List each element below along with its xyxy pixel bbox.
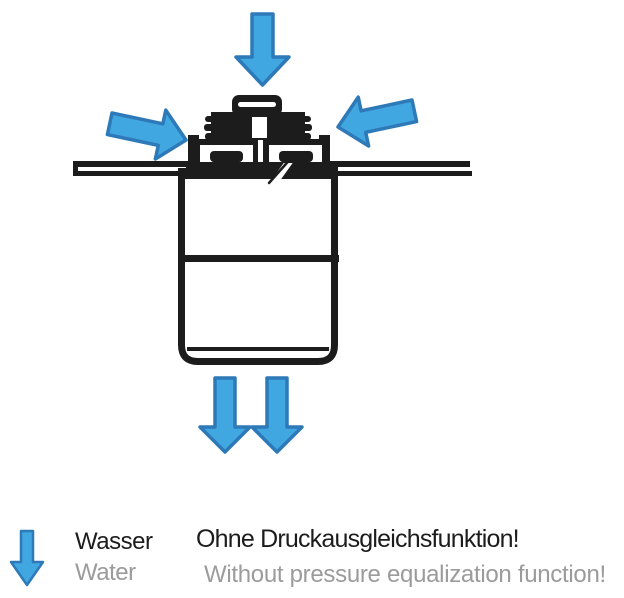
water-inflow-right-arrow-icon bbox=[336, 95, 419, 148]
caption-de: Ohne Druckausgleichsfunktion! bbox=[196, 525, 520, 553]
plate-left-cap bbox=[73, 161, 78, 176]
valve-seat bbox=[178, 154, 338, 185]
cylinder-shoulder bbox=[178, 168, 338, 179]
legend-label-de: Wasser bbox=[75, 528, 153, 555]
flow-arrows bbox=[105, 12, 419, 454]
center-slit bbox=[258, 140, 263, 162]
flange-right-rim bbox=[319, 135, 330, 163]
left-seal-tab bbox=[210, 151, 243, 162]
flange-left-rim bbox=[188, 135, 199, 163]
water-outflow-right-arrow-icon bbox=[250, 376, 304, 454]
cylinder-body bbox=[178, 174, 339, 365]
center-slot bbox=[252, 117, 267, 138]
cylinder-inner-bottom-line bbox=[187, 347, 329, 351]
cap-slit bbox=[238, 102, 276, 107]
valve-head bbox=[188, 95, 330, 163]
cylinder-divider-line bbox=[178, 255, 339, 262]
water-down-arrow-icon bbox=[9, 529, 45, 587]
legend-label-en: Water bbox=[75, 559, 136, 586]
water-outflow-left-arrow-icon bbox=[198, 376, 252, 454]
cylinder-outline bbox=[178, 174, 338, 365]
water-inflow-left-arrow-icon bbox=[105, 108, 188, 161]
caption-en: Without pressure equalization function! bbox=[204, 561, 606, 588]
water-inflow-top-arrow-icon bbox=[234, 12, 291, 87]
right-seal-tab bbox=[279, 151, 313, 162]
